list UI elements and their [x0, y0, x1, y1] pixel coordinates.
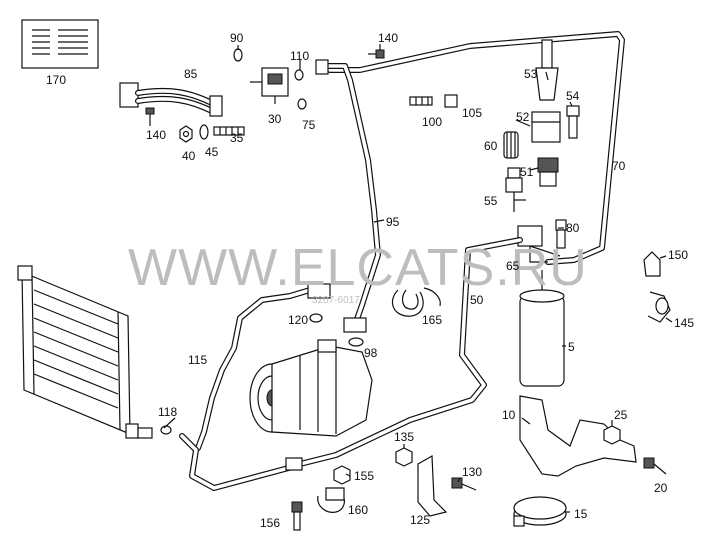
washer-part-90[interactable]: [233, 48, 243, 62]
callout-45[interactable]: 45: [205, 145, 219, 159]
band-clamp-part-15[interactable]: [513, 496, 567, 527]
bracket-part-10[interactable]: [519, 395, 637, 477]
sensor-part-53[interactable]: [535, 39, 559, 101]
bolt-part-156[interactable]: [291, 501, 303, 531]
ac-compressor[interactable]: [249, 339, 373, 437]
watermark-text: WWW.ELCATS.RU: [128, 239, 588, 297]
callout-65[interactable]: 65: [506, 259, 520, 273]
pipe-part-70[interactable]: [327, 31, 625, 265]
callout-150[interactable]: 150: [668, 248, 688, 262]
fitting-part-100[interactable]: [409, 96, 433, 106]
expansion-valve-part-30[interactable]: [250, 67, 289, 104]
callout-54[interactable]: 54: [566, 89, 580, 103]
pressure-line-part-50[interactable]: [297, 237, 523, 467]
callout-75[interactable]: 75: [302, 118, 316, 132]
callout-53[interactable]: 53: [524, 67, 538, 81]
callout-95[interactable]: 95: [386, 215, 400, 229]
callout-50[interactable]: 50: [470, 293, 484, 307]
callout-52[interactable]: 52: [516, 110, 530, 124]
callout-90[interactable]: 90: [230, 31, 244, 45]
washer-part-110[interactable]: [294, 69, 304, 81]
cap-part-105[interactable]: [444, 94, 458, 108]
callout-105[interactable]: 105: [462, 106, 482, 120]
hose-part-85[interactable]: [119, 82, 223, 117]
callout-170[interactable]: 170: [46, 73, 66, 87]
callout-40[interactable]: 40: [182, 149, 196, 163]
switch-part-51[interactable]: [537, 157, 559, 187]
switch-part-55[interactable]: [505, 167, 523, 212]
clip-part-145[interactable]: [647, 291, 671, 323]
fitting-part-80[interactable]: [555, 219, 567, 249]
callout-120[interactable]: 120: [288, 313, 308, 327]
suction-pipe-part-95[interactable]: [315, 59, 381, 333]
condenser[interactable]: [17, 265, 153, 439]
pressure-switch-part-52[interactable]: [531, 111, 561, 143]
callout-80[interactable]: 80: [566, 221, 580, 235]
bolt-part-20[interactable]: [643, 457, 667, 475]
callout-20[interactable]: 20: [654, 481, 668, 495]
label-plate-part-170[interactable]: [21, 19, 99, 69]
bracket-part-125[interactable]: [417, 454, 448, 517]
watermark-code: 3207-6017: [312, 295, 360, 306]
cap-part-60[interactable]: [503, 131, 519, 159]
callout-60[interactable]: 60: [484, 139, 498, 153]
nut-part-155[interactable]: [333, 465, 351, 485]
callout-labels: 170 85 90 110 140 140 40 45 35 30 75 100…: [46, 31, 694, 530]
switch-part-54[interactable]: [566, 105, 580, 139]
callout-160[interactable]: 160: [348, 503, 368, 517]
nut-part-135[interactable]: [395, 447, 413, 467]
callout-115[interactable]: 115: [188, 353, 207, 367]
o-ring-part-118[interactable]: [160, 425, 172, 435]
callout-156[interactable]: 156: [260, 516, 280, 530]
callout-5[interactable]: 5: [568, 340, 575, 354]
callout-165[interactable]: 165: [422, 313, 442, 327]
o-ring-part-98[interactable]: [348, 337, 364, 347]
leader-lines: [163, 44, 673, 513]
callout-155[interactable]: 155: [354, 469, 374, 483]
callout-100[interactable]: 100: [422, 115, 442, 129]
nut-part-40[interactable]: [179, 125, 193, 143]
bolt-part-130[interactable]: [451, 477, 477, 491]
callout-140-top[interactable]: 140: [378, 31, 398, 45]
o-ring-part-120[interactable]: [309, 313, 323, 323]
hose-part-115[interactable]: [195, 283, 331, 451]
clip-part-160[interactable]: [317, 487, 345, 513]
callout-110[interactable]: 110: [290, 49, 309, 63]
manifold-part-65[interactable]: [517, 225, 548, 263]
callout-135[interactable]: 135: [394, 430, 414, 444]
callout-118[interactable]: 118: [158, 405, 177, 419]
callout-85[interactable]: 85: [184, 67, 198, 81]
callout-98[interactable]: 98: [364, 346, 378, 360]
hose-bottom[interactable]: [179, 433, 303, 491]
washer-part-75[interactable]: [297, 98, 307, 110]
callout-10[interactable]: 10: [502, 408, 516, 422]
callout-130[interactable]: 130: [462, 465, 482, 479]
clip-part-165[interactable]: [391, 287, 441, 317]
callout-30[interactable]: 30: [268, 112, 282, 126]
callout-140-left[interactable]: 140: [146, 128, 166, 142]
callout-35[interactable]: 35: [230, 131, 244, 145]
callout-15[interactable]: 15: [574, 507, 588, 521]
clip-part-150[interactable]: [643, 251, 661, 277]
stud-part-35[interactable]: [213, 126, 245, 136]
callout-70[interactable]: 70: [612, 159, 626, 173]
callout-55[interactable]: 55: [484, 194, 498, 208]
callout-145[interactable]: 145: [674, 316, 694, 330]
callout-25[interactable]: 25: [614, 408, 628, 422]
callout-51[interactable]: 51: [520, 165, 534, 179]
bolt-part-25[interactable]: [603, 425, 621, 445]
bolt-part-140-left[interactable]: [145, 107, 155, 126]
callout-125[interactable]: 125: [410, 513, 430, 527]
bolt-part-140-top[interactable]: [368, 49, 385, 59]
receiver-drier-part-5[interactable]: [519, 270, 565, 387]
washer-part-45[interactable]: [199, 124, 209, 140]
